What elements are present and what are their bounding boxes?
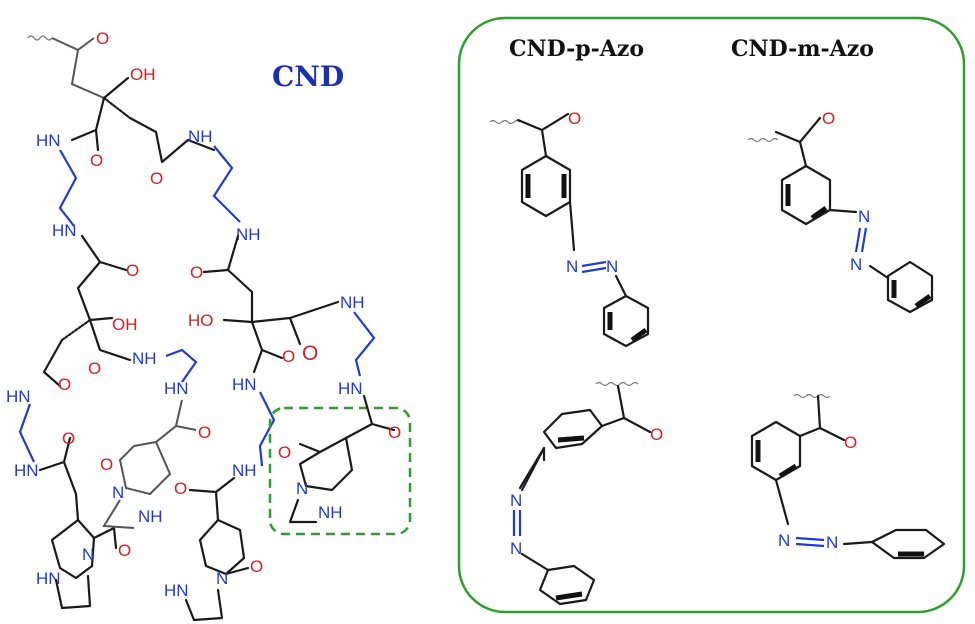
atom-nitrogen: N (778, 531, 790, 550)
azo-panel (457, 16, 966, 614)
atom-amine: HN (232, 375, 257, 394)
atom-oxygen: O (278, 443, 291, 462)
atom-oxygen: O (190, 263, 203, 282)
atom-amine: HN (36, 131, 61, 150)
atom-nitrogen: N (858, 207, 870, 226)
atom-nitrogen: N (566, 257, 578, 276)
atom-oxygen: O (88, 359, 101, 378)
p-azo-structure-top: O N N (489, 109, 650, 348)
atom-oxygen: O (150, 169, 163, 188)
atom-amine: HN (164, 379, 189, 398)
atom-amine: NH (232, 461, 257, 480)
atom-amine: HN (36, 569, 61, 588)
atom-nitrogen: N (510, 491, 522, 510)
atom-oxygen: O (650, 425, 663, 444)
atom-nitrogen: N (826, 533, 838, 552)
atom-oxygen: O (388, 423, 401, 442)
atom-oxygen: O (90, 151, 103, 170)
atom-amine: HN (164, 581, 189, 600)
m-azo-structure-bottom: O N N (750, 393, 946, 560)
p-azo-title: CND-p-Azo (509, 36, 644, 62)
atom-amine: HN (14, 461, 39, 480)
wavy-attachment (27, 35, 53, 41)
atom-oxygen: O (198, 423, 211, 442)
atom-amine: NH (132, 349, 157, 368)
atom-oxygen: O (100, 455, 113, 474)
cnd-structure: CND O OH O HN HN O NH NH O OH O NH O HN (6, 29, 412, 622)
atom-amine: NH (318, 503, 343, 522)
atom-oxygen: O (118, 541, 131, 560)
highlight-box (268, 406, 412, 536)
atom-oxygen: O (282, 347, 295, 366)
atom-oxygen: O (58, 375, 71, 394)
atom-amine: HN (52, 221, 77, 240)
atom-hydroxyl: HO (188, 311, 214, 330)
atom-oxygen: O (822, 109, 835, 128)
m-azo-structure-top: O N N (747, 109, 934, 314)
chain-bond (51, 37, 105, 99)
atom-oxygen: O (844, 433, 857, 452)
atom-nitrogen: N (82, 545, 94, 564)
atom-oxygen: O (250, 557, 263, 576)
atom-hydroxyl: OH (130, 65, 156, 84)
atom-nitrogen: N (606, 257, 618, 276)
atom-hydroxyl: OH (112, 315, 138, 334)
atom-nitrogen: N (216, 569, 228, 588)
atom-amine: NH (340, 293, 365, 312)
atom-oxygen: O (568, 109, 581, 128)
atom-amine: HN (338, 379, 363, 398)
atom-nitrogen: N (850, 255, 862, 274)
atom-nitrogen: N (510, 539, 522, 558)
atom-oxygen: O (174, 479, 187, 498)
atom-oxygen: O (126, 261, 139, 280)
atom-oxygen: O (62, 429, 75, 448)
atom-amine: NH (138, 507, 163, 526)
atom-nitrogen: N (296, 479, 308, 498)
atom-nitrogen: N (112, 483, 124, 502)
atom-amine: NH (188, 127, 213, 146)
atom-oxygen: O (96, 29, 109, 48)
m-azo-title: CND-m-Azo (731, 36, 874, 62)
atom-amine: NH (236, 225, 261, 244)
atom-oxygen: O (302, 342, 318, 365)
atom-amine: HN (6, 387, 31, 406)
cnd-title: CND (272, 60, 344, 93)
p-azo-structure-bottom: O N N (510, 381, 663, 606)
